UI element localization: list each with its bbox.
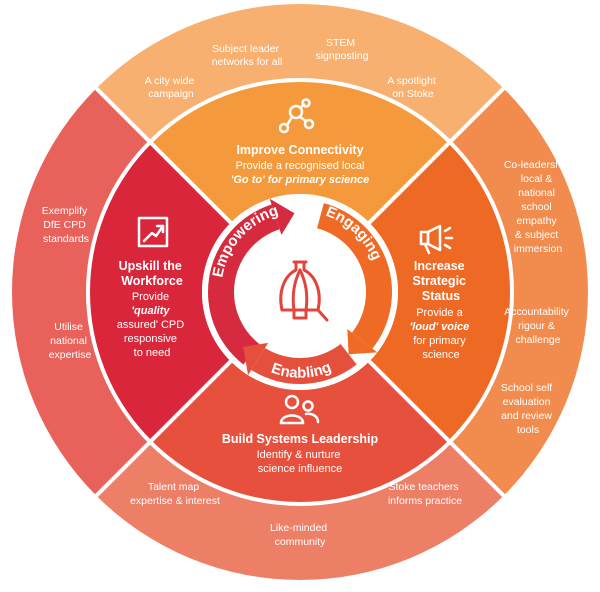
- desc-bottom: Identify & nurture science influence: [257, 449, 344, 475]
- outer-top-text-1: Subject leader networks for all: [212, 43, 283, 68]
- outer-bottom-text-1: Talent map expertise & interest: [130, 481, 220, 507]
- network-icon: [278, 98, 315, 134]
- inner-segment-top: [150, 80, 450, 223]
- inner-segment-bottom: [150, 361, 450, 504]
- section-top: Improve Connectivity Provide a recognise…: [145, 37, 438, 186]
- inner-segment-right: [369, 142, 512, 442]
- segment-separators: [86, 78, 514, 506]
- inner-segment-left: [88, 142, 231, 442]
- title-improve-connectivity: Improve Connectivity: [236, 143, 363, 157]
- bell-flask-icon: [262, 254, 338, 330]
- hub-arrow-empowering: [208, 204, 280, 365]
- title-build-systems-leadership: Build Systems Leadership: [222, 432, 379, 446]
- outer-segment-top: [96, 4, 504, 143]
- title-upskill-workforce: Upskill the Workforce: [119, 259, 186, 288]
- outer-top-text-3: A city wide campaign: [145, 75, 198, 100]
- hub-arrowhead-engaging: [347, 328, 378, 355]
- outer-left-text-1: Exemplify DfE CPD standards: [42, 205, 90, 245]
- separator-line: [367, 85, 507, 225]
- desc-top-line1: Provide a recognised local: [235, 160, 364, 172]
- title-increase-strategic-status: Increase Strategic Status: [413, 259, 470, 303]
- outer-right-text-2: Accountability rigour & challenge: [504, 306, 572, 346]
- outer-left-text-2: Utilise national expertise: [49, 321, 92, 361]
- section-left: Upskill the Workforce Provide 'quality a…: [42, 205, 188, 361]
- hub-arrowhead-empowering: [269, 198, 295, 235]
- hub-arrow-enabling: [251, 344, 357, 384]
- separator-line: [93, 85, 233, 225]
- outer-top-text-4: A spotlight on Stoke: [387, 75, 438, 100]
- outer-top-text-2: STEM signposting: [315, 37, 368, 62]
- desc-top-line2: 'Go to' for primary science: [231, 174, 370, 186]
- outer-segment-bottom: [96, 441, 504, 580]
- hub-arrowhead-enabling: [243, 342, 269, 376]
- separator-ring: [86, 78, 514, 506]
- megaphone-icon: [419, 224, 454, 255]
- desc-right: Provide a 'loud' voice for primary scien…: [410, 307, 473, 361]
- outer-segment-left: [12, 88, 151, 496]
- outer-bottom-text-2: Stoke teachers informs practice: [388, 481, 462, 507]
- outer-bottom-text-3: Like-minded community: [270, 522, 330, 548]
- section-right: Increase Strategic Status Provide a 'lou…: [410, 159, 572, 436]
- people-icon: [279, 394, 320, 425]
- separator-line: [367, 359, 507, 499]
- growth-chart-icon: [137, 216, 169, 248]
- hub-label-enabling: Enabling: [269, 359, 334, 382]
- outer-right-text-1: Co-leadership local & national school em…: [504, 159, 572, 255]
- section-bottom: Build Systems Leadership Identify & nurt…: [130, 394, 462, 548]
- hub-arrow-engaging: [317, 203, 392, 349]
- outer-segment-right: [449, 88, 588, 496]
- outer-right-text-3: School self evaluation and review tools: [501, 382, 555, 436]
- separator-line: [93, 359, 233, 499]
- desc-left: Provide 'quality assured' CPD responsive…: [117, 291, 188, 359]
